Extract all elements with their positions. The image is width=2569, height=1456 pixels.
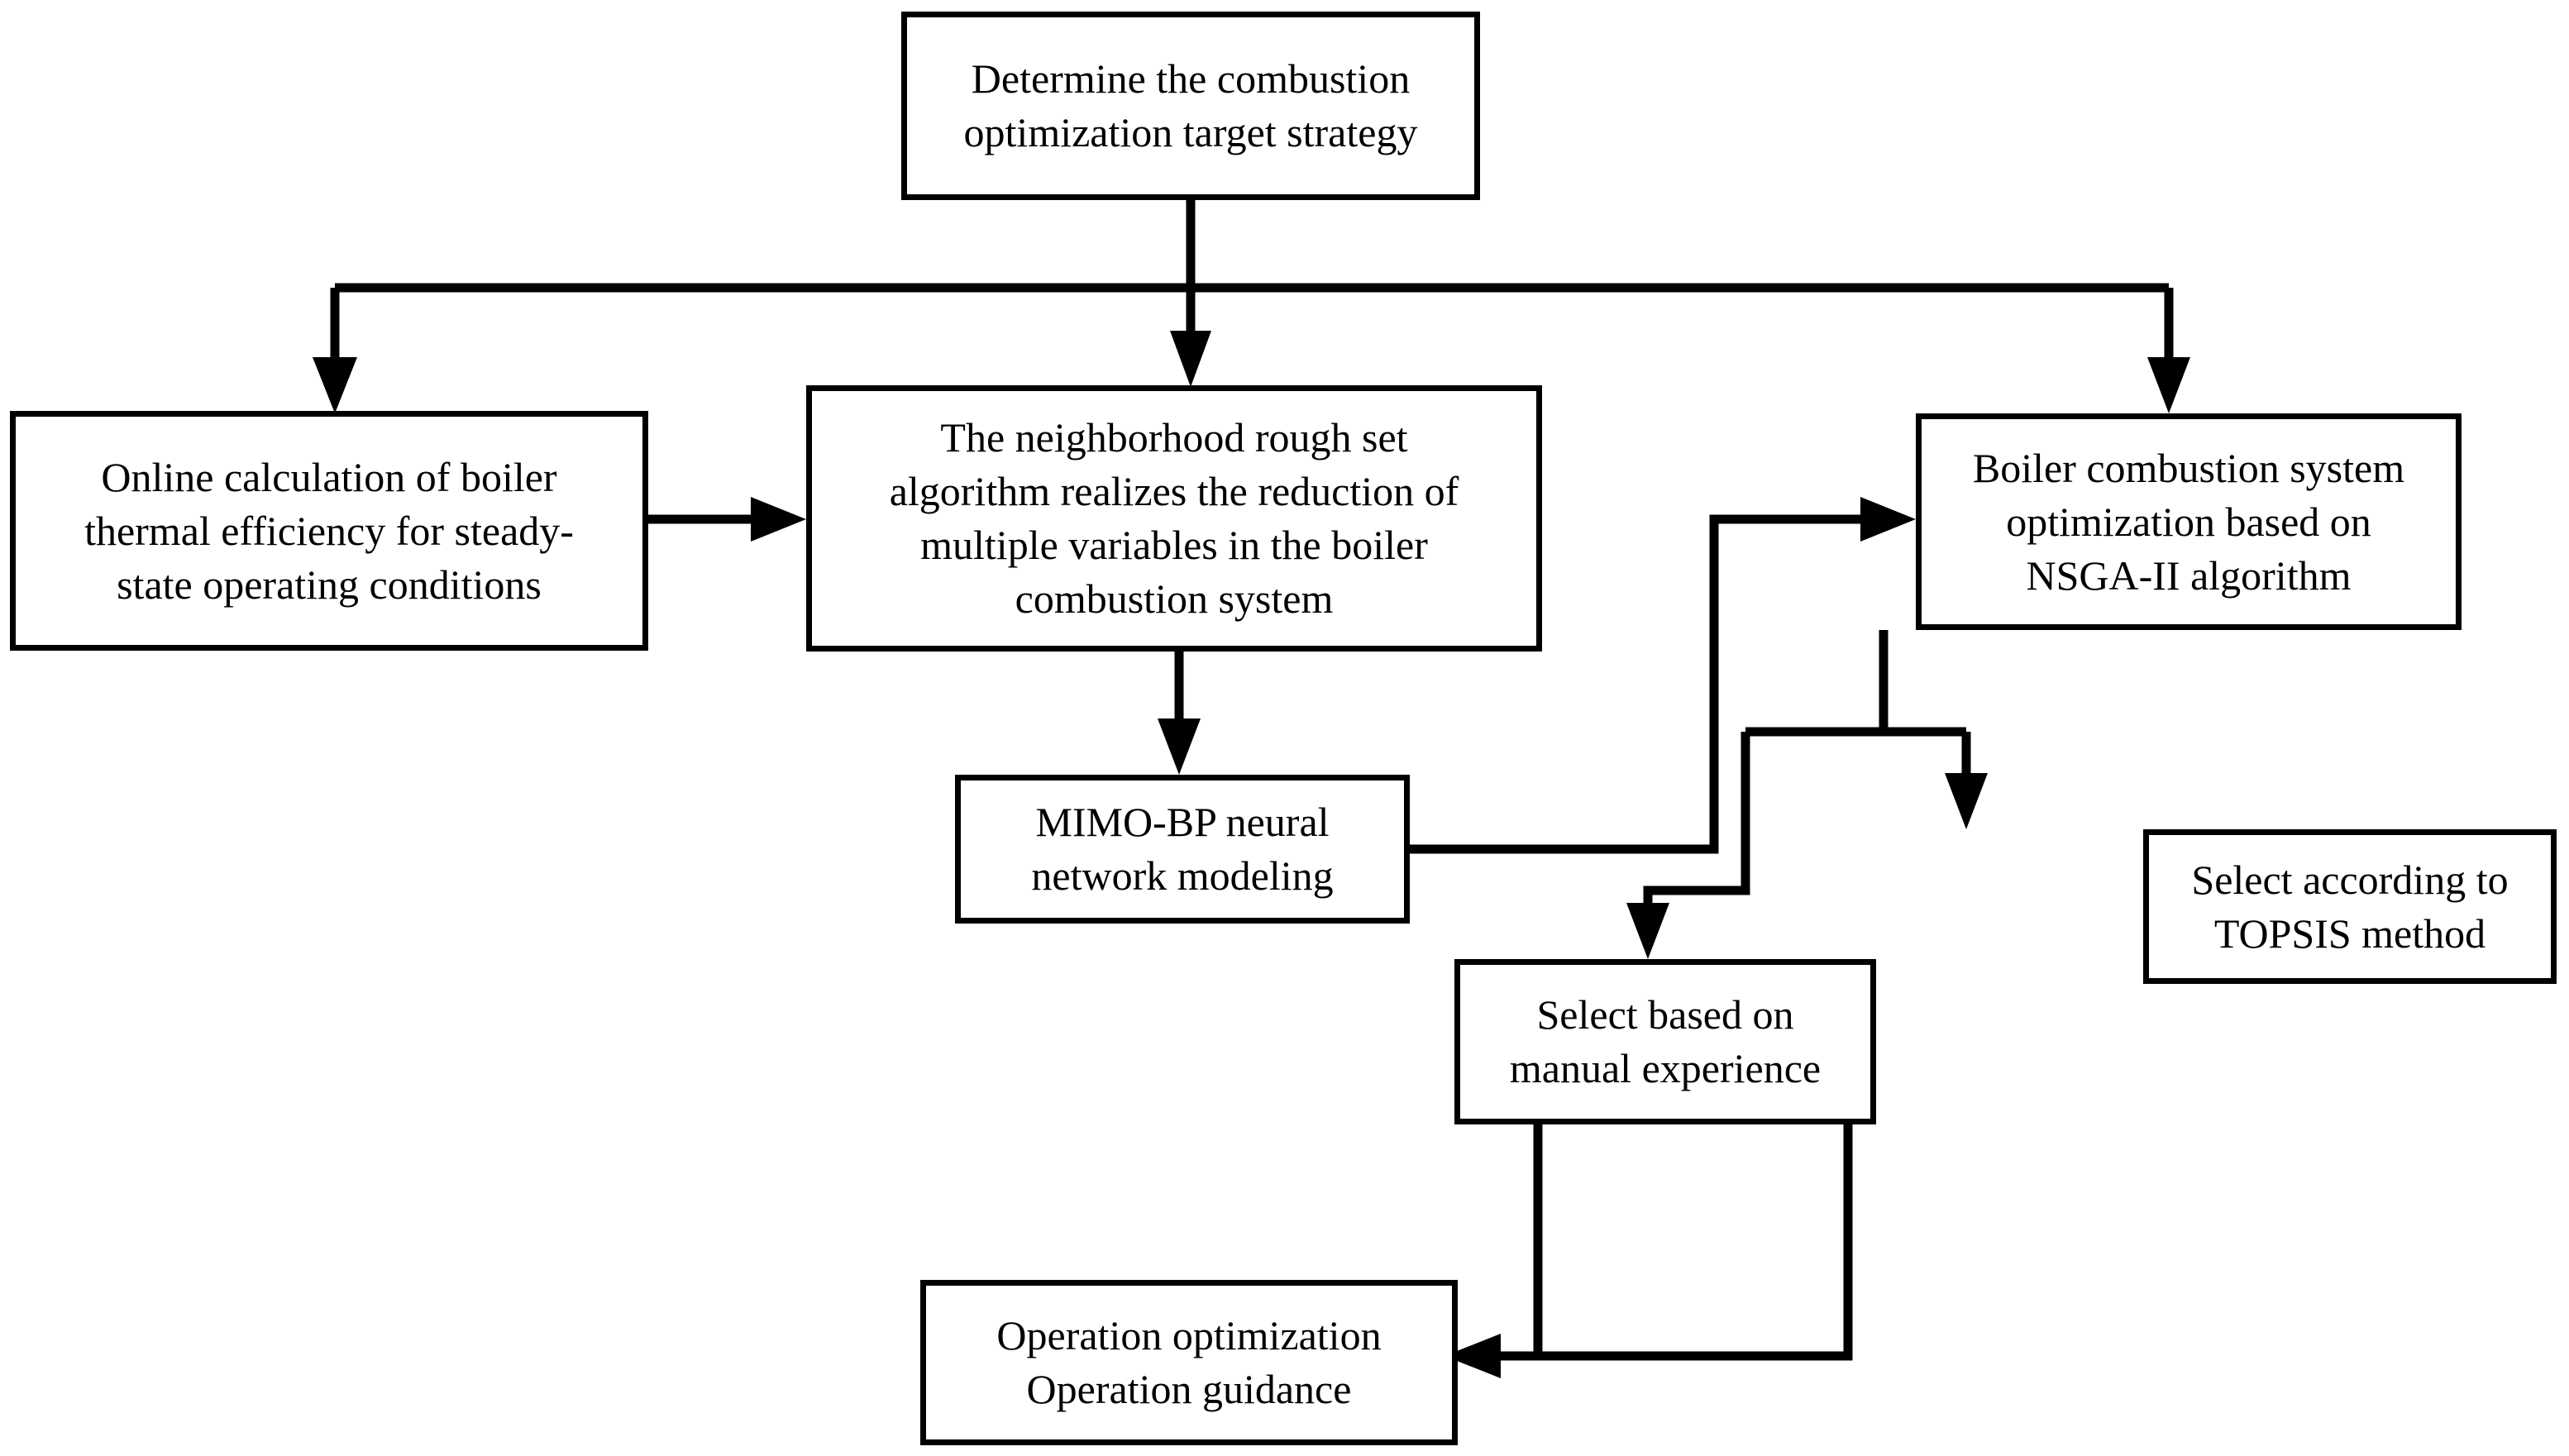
node-topsis-select[interactable]: Select according to TOPSIS method [2143, 829, 2557, 984]
node-target-strategy[interactable]: Determine the combustion optimization ta… [901, 12, 1480, 200]
node-neighborhood-rough-set[interactable]: The neighborhood rough set algorithm rea… [806, 385, 1542, 652]
edge-rough-set-to-mimo-bp [1158, 652, 1201, 775]
edge-nsga-to-manual-experience [1626, 732, 1750, 959]
edge-nsga-to-topsis [1945, 732, 1988, 829]
node-operation-guidance[interactable]: Operation optimization Operation guidanc… [920, 1280, 1458, 1445]
edge-bus-to-rough-set [1170, 288, 1211, 387]
edge-bus-to-nsga [2147, 288, 2190, 413]
edge-online-calculation-to-rough-set [648, 497, 806, 542]
node-mimo-bp-modeling[interactable]: MIMO-BP neural network modeling [955, 775, 1410, 924]
edge-bus-to-online-calculation [313, 288, 357, 413]
edge-mimo-bp-to-nsga [1410, 497, 1916, 854]
node-nsga-ii-optimization[interactable]: Boiler combustion system optimization ba… [1916, 413, 2462, 630]
node-manual-experience-select[interactable]: Select based on manual experience [1454, 959, 1876, 1124]
nsga-output-bus [1745, 630, 1966, 737]
node-online-calculation[interactable]: Online calculation of boiler thermal eff… [10, 411, 648, 651]
